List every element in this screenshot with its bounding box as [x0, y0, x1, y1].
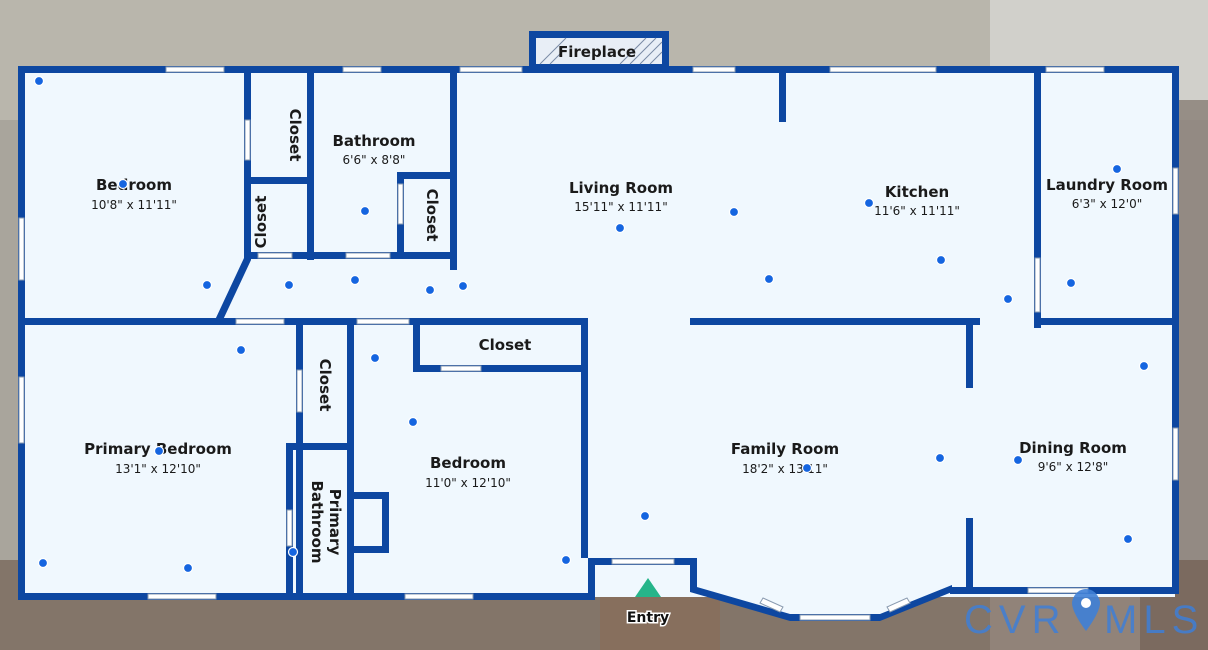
closet-label-1: Closet	[286, 109, 304, 162]
photo-point[interactable]	[1111, 163, 1123, 175]
room-name-family-room: Family Room	[731, 440, 839, 458]
room-name-bedroom-2: Bedroom	[430, 454, 506, 472]
photo-point[interactable]	[863, 197, 875, 209]
photo-point[interactable]	[934, 452, 946, 464]
room-dims-bedroom-1: 10'8" x 11'11"	[91, 198, 177, 212]
photo-point[interactable]	[614, 222, 626, 234]
photo-point[interactable]	[369, 352, 381, 364]
photo-point[interactable]	[407, 416, 419, 428]
photo-points[interactable]	[33, 75, 1150, 574]
room-labels: Bedroom 10'8" x 11'11" Bathroom 6'6" x 8…	[84, 109, 1168, 564]
entry-arrow-icon	[635, 578, 661, 597]
closet-label-2: Closet	[252, 196, 270, 249]
fireplace: Fireplace	[529, 31, 669, 69]
photo-point[interactable]	[287, 546, 299, 558]
fireplace-label: Fireplace	[558, 43, 636, 61]
room-dims-dining-room: 9'6" x 12'8"	[1038, 460, 1109, 474]
room-dims-living-room: 15'11" x 11'11"	[574, 200, 667, 214]
photo-point[interactable]	[1138, 360, 1150, 372]
photo-point[interactable]	[182, 562, 194, 574]
photo-point[interactable]	[33, 75, 45, 87]
logo-text-end: MLS	[1104, 598, 1204, 642]
room-dims-laundry-room: 6'3" x 12'0"	[1072, 197, 1143, 211]
photo-point[interactable]	[639, 510, 651, 522]
photo-point[interactable]	[1012, 454, 1024, 466]
room-name-bedroom-1: Bedroom	[96, 176, 172, 194]
room-name-bathroom: Bathroom	[332, 132, 415, 150]
location-pin-icon	[1072, 589, 1100, 631]
photo-point[interactable]	[201, 279, 213, 291]
photo-point[interactable]	[763, 273, 775, 285]
photo-point[interactable]	[728, 206, 740, 218]
room-name-living-room: Living Room	[569, 179, 673, 197]
photo-point[interactable]	[235, 344, 247, 356]
floor-area	[22, 70, 1175, 618]
room-dims-bedroom-2: 11'0" x 12'10"	[425, 476, 511, 490]
photo-point[interactable]	[457, 280, 469, 292]
room-dims-primary-bedroom: 13'1" x 12'10"	[115, 462, 201, 476]
entry-marker: Entry	[625, 578, 671, 628]
cvrmls-logo: CVR MLS	[964, 589, 1204, 642]
photo-point[interactable]	[349, 274, 361, 286]
room-name-kitchen: Kitchen	[885, 183, 949, 201]
room-dims-family-room: 18'2" x 13'11"	[742, 462, 828, 476]
photo-point[interactable]	[560, 554, 572, 566]
closet-label-3: Closet	[423, 189, 441, 242]
room-name-laundry-room: Laundry Room	[1046, 176, 1168, 194]
photo-point[interactable]	[801, 462, 813, 474]
room-dims-bathroom: 6'6" x 8'8"	[343, 153, 406, 167]
primary-bathroom-label-2: Bathroom	[308, 480, 326, 563]
photo-point[interactable]	[283, 279, 295, 291]
photo-point[interactable]	[359, 205, 371, 217]
entry-label: Entry	[627, 610, 669, 626]
closet-label-5: Closet	[479, 336, 532, 354]
photo-point[interactable]	[153, 445, 165, 457]
room-name-dining-room: Dining Room	[1019, 439, 1127, 457]
photo-point[interactable]	[935, 254, 947, 266]
room-dims-kitchen: 11'6" x 11'11"	[874, 204, 960, 218]
primary-bathroom-label-1: Primary	[326, 489, 344, 556]
photo-point[interactable]	[37, 557, 49, 569]
photo-point[interactable]	[424, 284, 436, 296]
logo-text: CVR	[964, 598, 1066, 642]
photo-point[interactable]	[1122, 533, 1134, 545]
windows	[18, 66, 1179, 621]
closet-label-4: Closet	[316, 359, 334, 412]
photo-point[interactable]	[1002, 293, 1014, 305]
photo-point[interactable]	[1065, 277, 1077, 289]
photo-point[interactable]	[117, 178, 129, 190]
